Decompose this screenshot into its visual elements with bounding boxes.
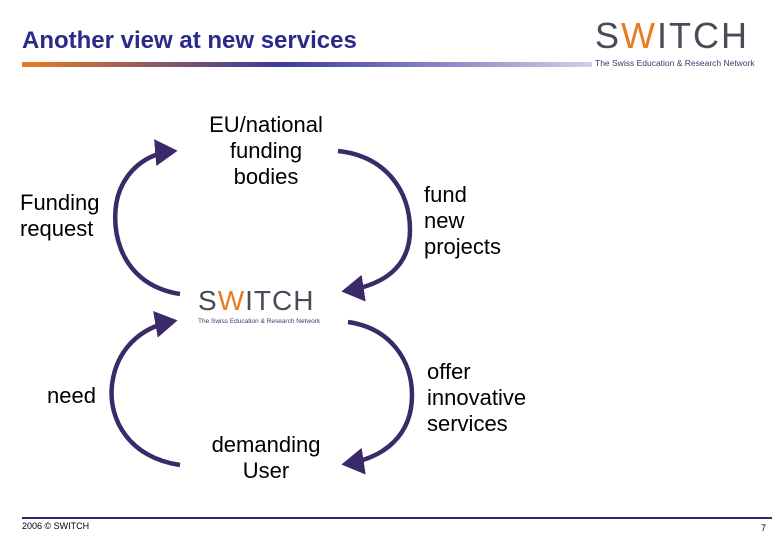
fund-new-projects-line-1: fund xyxy=(424,182,467,207)
logo-letter-s: S xyxy=(595,15,622,56)
demanding-user-line-2: User xyxy=(242,458,290,483)
offer-services-line-2: innovative xyxy=(427,385,527,410)
header-logo-tagline: The Swiss Education & Research Network xyxy=(595,58,755,68)
arrow-funding-request xyxy=(112,139,181,297)
logo-letter-w: W xyxy=(621,15,657,56)
offer-services-line-1: offer xyxy=(427,359,471,384)
need-label: need xyxy=(47,383,96,408)
arrow-offer-services xyxy=(341,319,415,475)
top-node-line-2: funding xyxy=(229,138,303,163)
top-node-line-3: bodies xyxy=(233,164,299,189)
demanding-user-label: demanding User xyxy=(196,432,336,484)
slide-title: Another view at new services xyxy=(22,27,357,54)
center-logo-wordmark: SWITCH xyxy=(198,286,338,316)
offer-services-line-3: services xyxy=(427,411,508,436)
center-logo-tagline: The Swiss Education & Research Network xyxy=(198,318,321,325)
fund-new-projects-line-3: projects xyxy=(424,234,502,259)
funding-request-label: Funding request xyxy=(20,190,100,242)
logo-letters-itch: ITCH xyxy=(657,15,749,56)
arrow-fund-new-projects xyxy=(337,148,413,302)
top-node-line-1: EU/national xyxy=(209,112,323,137)
center-logo-letter-s: S xyxy=(198,285,218,316)
offer-innovative-services-label: offer innovative services xyxy=(427,359,526,437)
center-logo-letter-w: W xyxy=(217,285,246,316)
title-underline xyxy=(22,62,592,67)
footer-copyright: 2006 © SWITCH xyxy=(22,521,90,531)
header-logo-wordmark: SWITCH xyxy=(595,16,770,56)
funding-request-line-1: Funding xyxy=(20,190,100,215)
page-number: 7 xyxy=(760,523,766,533)
arrow-need xyxy=(109,311,181,468)
fund-new-projects-label: fund new projects xyxy=(424,182,501,260)
center-logo: SWITCH The Swiss Education & Research Ne… xyxy=(198,286,338,328)
funding-request-line-2: request xyxy=(20,216,94,241)
header-logo: SWITCH The Swiss Education & Research Ne… xyxy=(595,16,770,72)
center-logo-letters-itch: ITCH xyxy=(245,285,315,316)
footer-rule xyxy=(22,517,772,519)
demanding-user-line-1: demanding xyxy=(211,432,321,457)
top-node-label: EU/national funding bodies xyxy=(186,112,346,190)
fund-new-projects-line-2: new xyxy=(424,208,465,233)
